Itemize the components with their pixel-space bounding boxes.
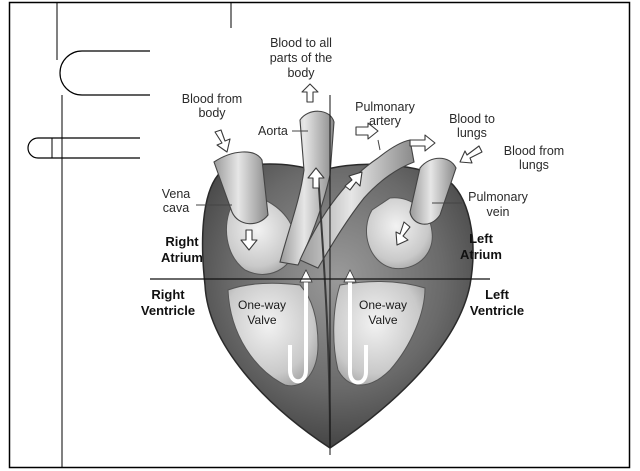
label-vena-cava-1: Vena — [162, 187, 191, 201]
arrow-blood-from-lungs — [460, 146, 482, 163]
label-blood-to-lungs-1: Blood to — [449, 112, 495, 126]
label-blood-from-lungs-1: Blood from — [504, 144, 564, 158]
label-pulmonary-vein-1: Pulmonary — [468, 190, 528, 204]
label-blood-to-all-2: parts of the — [270, 51, 333, 65]
label-pulmonary-artery-1: Pulmonary — [355, 100, 415, 114]
label-right-ventricle-2: Ventricle — [141, 303, 195, 318]
label-valve-left-2: Valve — [368, 313, 397, 327]
label-right-atrium-1: Right — [165, 234, 199, 249]
arrow-blood-to-body-up — [302, 84, 318, 102]
label-valve-right-1: One-way — [238, 298, 286, 312]
label-left-ventricle-2: Ventricle — [470, 303, 524, 318]
label-blood-to-all-3: body — [287, 66, 315, 80]
label-blood-to-lungs-2: lungs — [457, 126, 487, 140]
label-blood-from-body-2: body — [198, 106, 226, 120]
label-left-ventricle-1: Left — [485, 287, 510, 302]
arrow-blood-to-lungs — [410, 135, 435, 151]
label-left-atrium-1: Left — [469, 231, 494, 246]
label-right-atrium-2: Atrium — [161, 250, 203, 265]
label-pulmonary-vein-2: vein — [487, 205, 510, 219]
label-valve-right-2: Valve — [247, 313, 276, 327]
label-valve-left-1: One-way — [359, 298, 407, 312]
label-vena-cava-2: cava — [163, 201, 189, 215]
label-blood-from-body-1: Blood from — [182, 92, 242, 106]
label-pulmonary-artery-2: artery — [369, 114, 402, 128]
label-blood-to-all-1: Blood to all — [270, 36, 332, 50]
arrow-blood-from-body-down — [215, 130, 230, 152]
label-right-ventricle-1: Right — [151, 287, 185, 302]
label-left-atrium-2: Atrium — [460, 247, 502, 262]
label-blood-from-lungs-2: lungs — [519, 158, 549, 172]
label-aorta: Aorta — [258, 124, 288, 138]
binder-artifacts — [28, 3, 231, 467]
